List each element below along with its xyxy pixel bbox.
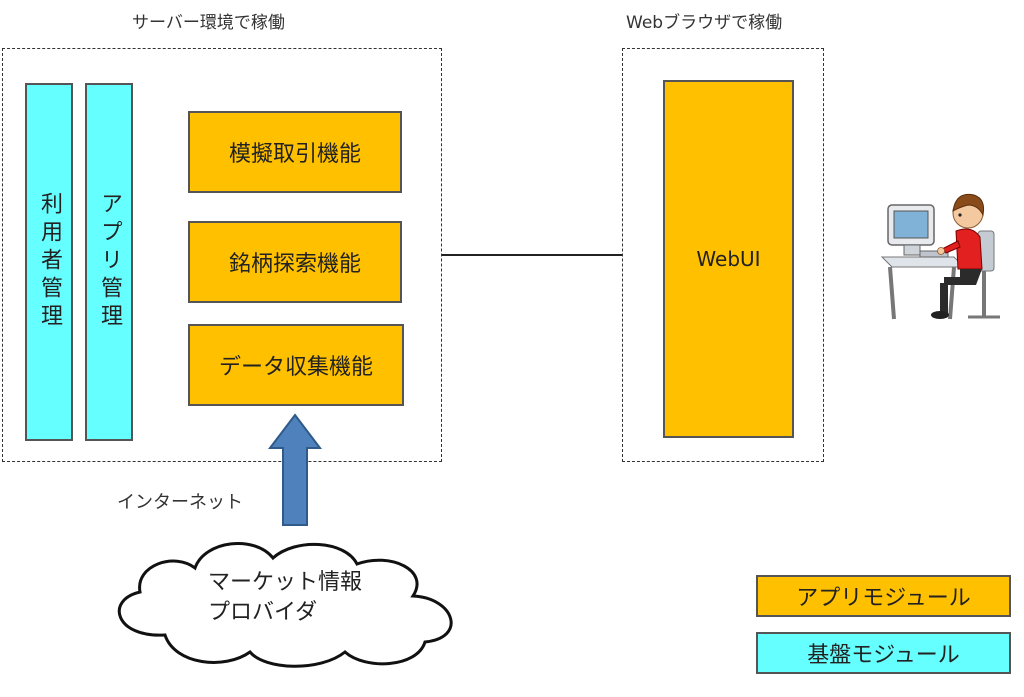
cloud-shape — [117, 542, 453, 668]
legend-base-module: 基盤モジュール — [756, 632, 1011, 674]
browser-caption: Webブラウザで稼働 — [626, 13, 783, 33]
app-module-mock-trading: 模擬取引機能 — [188, 111, 402, 193]
up-arrow — [267, 413, 323, 526]
provider-line-2: プロバイダ — [208, 600, 318, 625]
app-module-data-collection: データ収集機能 — [188, 324, 404, 406]
legend-app-module: アプリモジュール — [756, 575, 1011, 617]
provider-line-1: マーケット情報 — [208, 570, 363, 595]
base-module-app-management: アプリ管理 — [85, 83, 133, 441]
provider-label: マーケット情報 プロバイダ — [208, 568, 362, 628]
server-caption: サーバー環境で稼働 — [132, 13, 285, 33]
web-ui-module: WebUI — [663, 80, 794, 438]
browser-environment-box — [622, 48, 824, 462]
connector-line — [442, 254, 622, 256]
server-environment-box — [2, 48, 442, 462]
internet-label: インターネット — [117, 492, 243, 513]
user-at-computer-icon — [880, 193, 1000, 320]
app-module-stock-search: 銘柄探索機能 — [188, 221, 402, 303]
base-module-user-management: 利用者管理 — [25, 83, 73, 441]
